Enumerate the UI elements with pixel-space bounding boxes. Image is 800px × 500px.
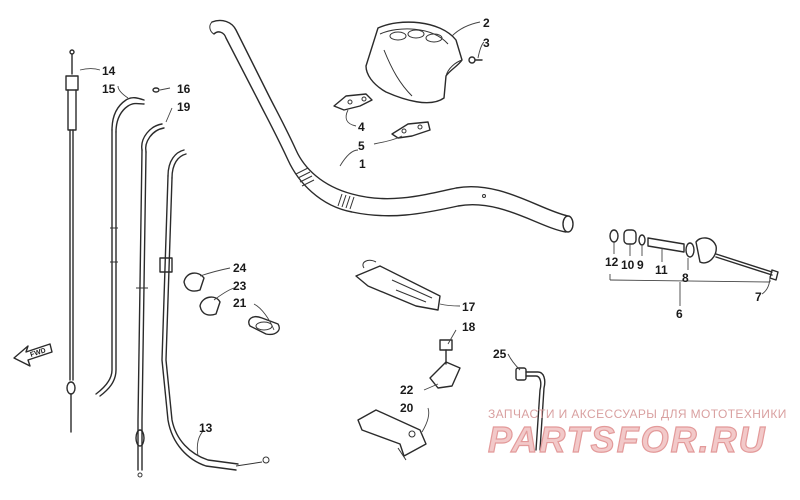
callout-24: 24 [233,261,247,275]
callout-12: 12 [605,255,619,269]
watermark-caption: ЗАПЧАСТИ И АКСЕССУАРЫ ДЛЯ МОТОТЕХНИКИ [488,407,787,421]
cable-19 [135,123,165,478]
callout-labels: 1 2 3 4 5 6 7 8 9 10 11 12 13 14 15 16 1… [102,16,762,435]
sleeve-11 [647,237,685,253]
callout-17: 17 [462,300,476,314]
callout-7: 7 [755,290,762,304]
bolt-18 [439,339,453,365]
callout-5: 5 [358,139,365,153]
leader-lines [79,21,771,457]
bracket-20 [357,409,427,461]
fwd-arrow-icon: FWD [13,343,53,367]
callout-8: 8 [682,271,689,285]
washer-12 [609,229,619,243]
end-weight [695,237,717,264]
callout-21: 21 [233,296,247,310]
clamp-21 [248,316,280,336]
callout-23: 23 [233,279,247,293]
bolt-7 [715,253,773,273]
callout-6: 6 [676,307,683,321]
callout-14: 14 [102,64,116,78]
bracket-5 [391,121,431,139]
callout-10: 10 [621,258,635,272]
callout-20: 20 [400,401,414,415]
callout-4: 4 [358,120,365,134]
callout-16: 16 [177,82,191,96]
cable-15 [95,97,145,397]
washer-9 [638,234,646,246]
callout-25: 25 [493,347,507,361]
fitting-16 [152,87,160,93]
watermark: ЗАПЧАСТИ И АКСЕССУАРЫ ДЛЯ МОТОТЕХНИКИ PA… [487,407,787,461]
washer-8 [685,242,695,258]
callout-3: 3 [483,36,490,50]
watermark-logo: PARTSFOR.RU [488,419,767,460]
clamp-23 [199,296,221,316]
cover-screw [468,56,483,64]
callout-22: 22 [400,383,414,397]
bracket-4 [333,93,373,111]
callout-11: 11 [655,263,668,277]
callout-9: 9 [637,258,644,272]
spacer-10 [623,229,637,245]
clamp-24 [183,272,205,292]
fwd-label: FWD [29,347,46,359]
bracket-22 [429,361,461,389]
callout-15: 15 [102,82,116,96]
callout-19: 19 [177,100,191,114]
handlebar [209,19,574,233]
handlebar-cover [365,21,463,104]
knurl-marks [295,167,355,210]
bar-end-assembly [609,229,779,283]
stay-25 [515,367,546,451]
callout-13: 13 [199,421,213,435]
cable-13 [159,149,270,471]
callout-18: 18 [462,320,476,334]
callout-1: 1 [359,157,366,171]
callout-2: 2 [483,16,490,30]
cable-14 [65,49,79,433]
bracket-17 [355,259,441,311]
